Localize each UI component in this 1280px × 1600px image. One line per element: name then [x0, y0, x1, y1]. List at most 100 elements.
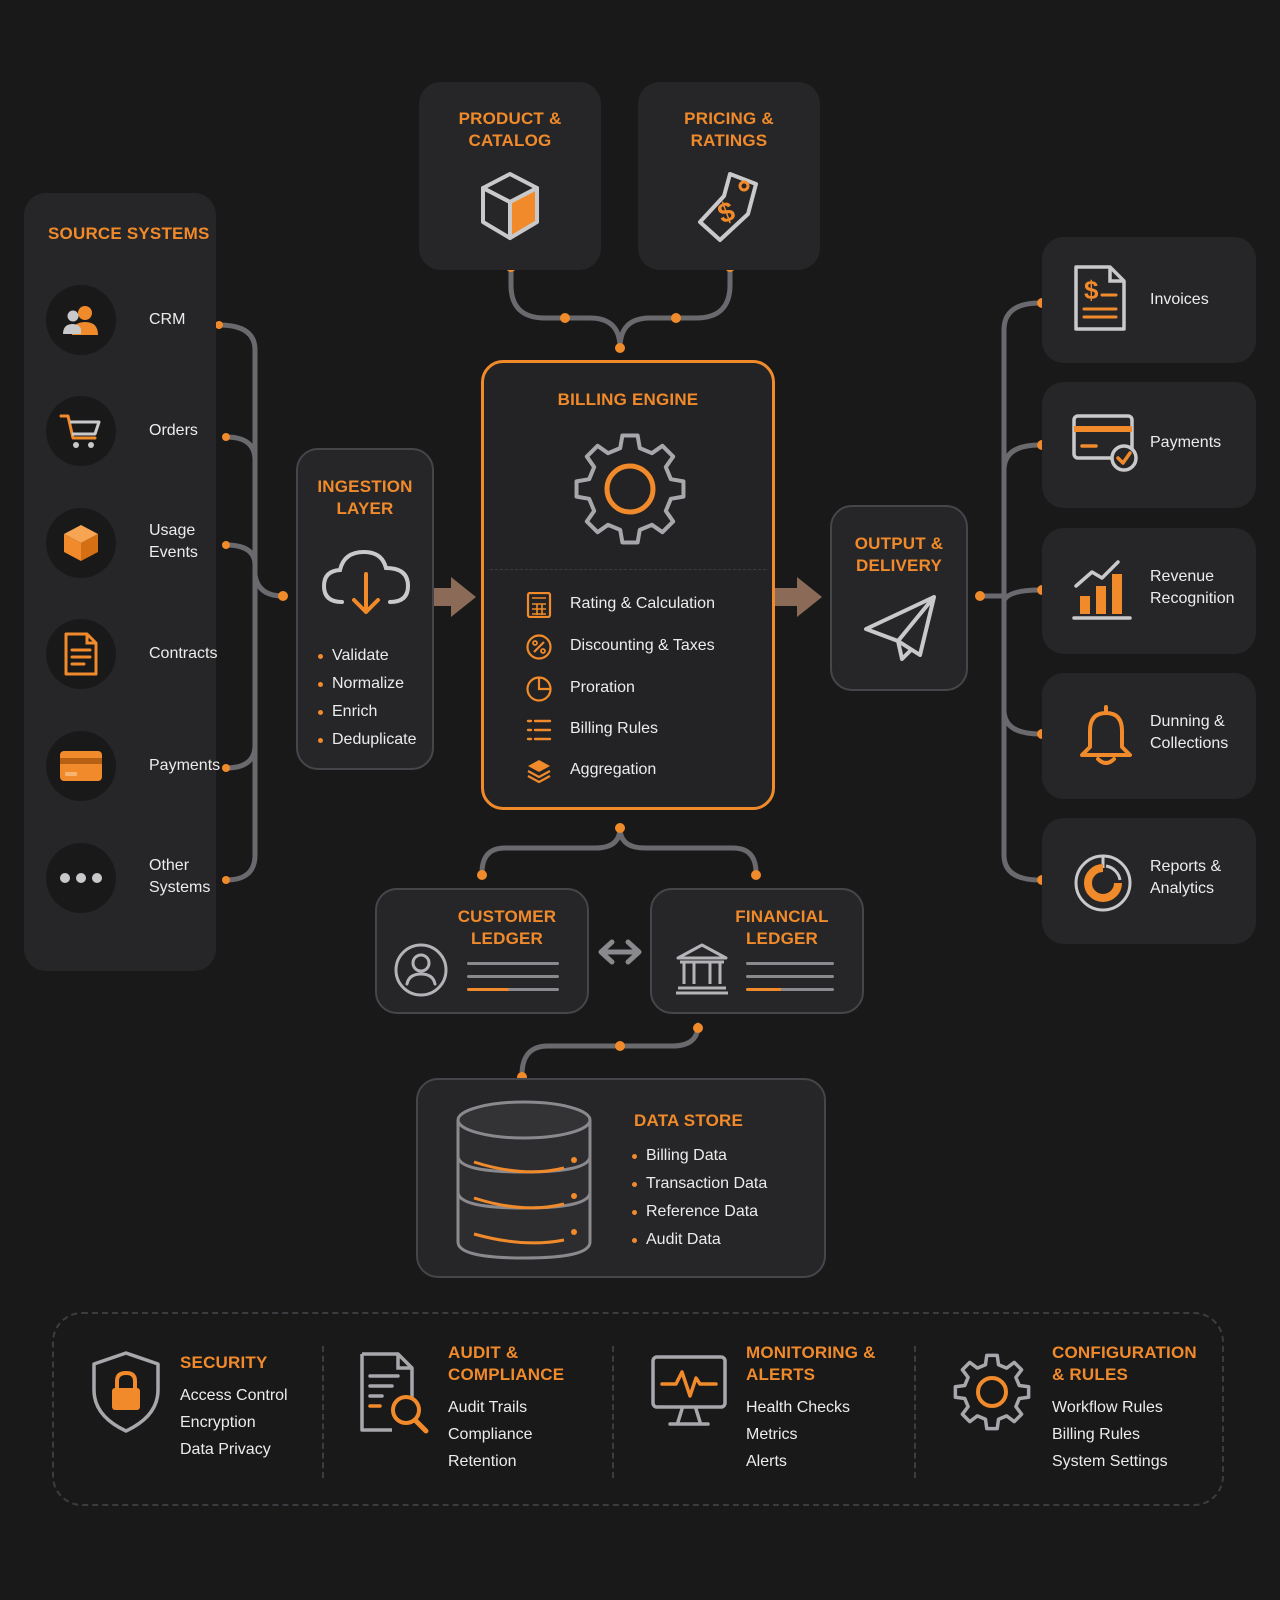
ingestion-layer-card[interactable]: INGESTION LAYER Validate Normalize Enric… — [296, 448, 434, 770]
bank-icon — [676, 943, 728, 995]
source-systems-title: SOURCE SYSTEMS — [48, 224, 210, 243]
output-item-dunning-collections[interactable]: Dunning & Collections — [1042, 673, 1256, 799]
price-tag-icon: $ — [698, 172, 758, 242]
ledger-line — [746, 988, 834, 991]
data-store-title: DATA STORE — [634, 1111, 744, 1130]
output-item-label: Revenue Recognition — [1150, 568, 1235, 607]
security-item: Access Control — [180, 1387, 288, 1404]
more-dots-icon-holder — [46, 843, 116, 913]
audit-compliance-title: AUDIT & COMPLIANCE — [448, 1343, 565, 1384]
bar-chart-icon — [1072, 560, 1132, 620]
box-icon — [64, 525, 98, 561]
data-store-item: Billing Data — [630, 1142, 767, 1170]
product-catalog-card[interactable]: PRODUCT & CATALOG — [419, 82, 601, 270]
ingestion-step: Normalize — [316, 670, 417, 698]
configuration-item: Billing Rules — [1052, 1426, 1141, 1443]
engine-divider — [490, 569, 766, 570]
ledger-line — [467, 975, 559, 978]
shield-lock-icon — [92, 1351, 160, 1433]
source-item-contracts[interactable]: Contracts — [46, 619, 217, 693]
ingestion-step: Validate — [316, 642, 417, 670]
output-delivery-card[interactable]: OUTPUT & DELIVERY — [830, 505, 968, 691]
monitoring-item: Metrics — [746, 1426, 798, 1443]
financial-ledger-title: FINANCIAL LEDGER — [735, 907, 829, 948]
invoice-icon: $ — [1074, 265, 1126, 331]
security-title: SECURITY — [180, 1353, 268, 1372]
source-item-label: Usage Events — [149, 522, 198, 561]
section-divider — [322, 1346, 324, 1478]
source-item-label: Orders — [149, 422, 198, 439]
ledger-line — [467, 962, 559, 965]
cross-cutting-concerns-bar: SECURITY Access Control Encryption Data … — [52, 1312, 1224, 1506]
ledger-line — [746, 975, 834, 978]
source-item-label: Other Systems — [149, 857, 211, 896]
security-text: SECURITY Access Control Encryption Data … — [180, 1352, 288, 1463]
gear-icon — [574, 433, 686, 545]
document-search-icon — [360, 1352, 429, 1434]
bell-icon — [1080, 705, 1132, 765]
product-catalog-title: PRODUCT & CATALOG — [458, 109, 562, 150]
monitoring-items: Health Checks Metrics Alerts — [746, 1394, 896, 1475]
ingestion-layer-title: INGESTION LAYER — [317, 477, 413, 518]
monitoring-alerts-title: MONITORING & ALERTS — [746, 1343, 876, 1384]
ledger-lines — [746, 962, 834, 1001]
more-dots-icon — [60, 873, 102, 883]
security-section[interactable]: SECURITY Access Control Encryption Data … — [90, 1314, 320, 1508]
paper-plane-icon — [864, 595, 936, 661]
output-item-label: Reports & Analytics — [1150, 858, 1222, 897]
engine-function-label: Discounting & Taxes — [570, 637, 715, 654]
credit-card-icon-holder — [46, 731, 116, 801]
configuration-items: Workflow Rules Billing Rules System Sett… — [1052, 1394, 1202, 1475]
data-store-item: Reference Data — [630, 1198, 767, 1226]
document-icon — [64, 632, 98, 676]
source-item-usage-events[interactable]: Usage Events — [46, 508, 216, 582]
configuration-text: CONFIGURATION & RULES Workflow Rules Bil… — [1052, 1342, 1202, 1475]
audit-items: Audit Trails Compliance Retention — [448, 1394, 598, 1475]
data-store-card[interactable]: DATA STORE Billing Data Transaction Data… — [416, 1078, 826, 1278]
box-icon-holder — [46, 508, 116, 578]
audit-compliance-section[interactable]: AUDIT & COMPLIANCE Audit Trails Complian… — [358, 1314, 608, 1508]
security-items: Access Control Encryption Data Privacy — [180, 1382, 288, 1463]
output-item-reports-analytics[interactable]: Reports & Analytics — [1042, 818, 1256, 944]
monitor-pulse-icon — [651, 1355, 727, 1426]
customer-ledger-card[interactable]: CUSTOMER LEDGER — [375, 888, 589, 1014]
monitoring-item: Alerts — [746, 1453, 787, 1470]
output-item-revenue-recognition[interactable]: Revenue Recognition — [1042, 528, 1256, 654]
cart-icon — [59, 414, 101, 448]
source-item-crm[interactable]: CRM — [46, 285, 216, 359]
output-item-invoices[interactable]: $ Invoices — [1042, 237, 1256, 363]
audit-item: Retention — [448, 1453, 517, 1470]
financial-ledger-card[interactable]: FINANCIAL LEDGER — [650, 888, 864, 1014]
section-divider — [914, 1346, 916, 1478]
engine-function-label: Proration — [570, 679, 635, 696]
audit-text: AUDIT & COMPLIANCE Audit Trails Complian… — [448, 1342, 598, 1475]
pricing-ratings-card[interactable]: PRICING & RATINGS $ — [638, 82, 820, 270]
monitoring-item: Health Checks — [746, 1399, 851, 1416]
document-icon-holder — [46, 619, 116, 689]
svg-text:$: $ — [1084, 275, 1099, 305]
output-item-payments[interactable]: Payments — [1042, 382, 1256, 508]
output-item-label: Invoices — [1150, 291, 1209, 308]
source-item-orders[interactable]: Orders — [46, 396, 216, 470]
layers-icon — [527, 760, 551, 784]
data-store-items: Billing Data Transaction Data Reference … — [630, 1142, 767, 1254]
monitoring-alerts-section[interactable]: MONITORING & ALERTS Health Checks Metric… — [650, 1314, 900, 1508]
monitoring-text: MONITORING & ALERTS Health Checks Metric… — [746, 1342, 896, 1475]
ingestion-steps: Validate Normalize Enrich Deduplicate — [316, 642, 417, 754]
data-store-item: Transaction Data — [630, 1170, 767, 1198]
calculator-icon — [526, 592, 552, 618]
configuration-rules-section[interactable]: CONFIGURATION & RULES Workflow Rules Bil… — [952, 1314, 1212, 1508]
credit-card-icon — [60, 751, 102, 781]
billing-engine-card[interactable]: BILLING ENGINE Rating & Calculation Disc… — [481, 360, 775, 810]
source-item-payments[interactable]: Payments — [46, 731, 220, 805]
ingestion-step: Deduplicate — [316, 726, 417, 754]
configuration-rules-title: CONFIGURATION & RULES — [1052, 1343, 1197, 1384]
output-item-label: Dunning & Collections — [1150, 713, 1229, 752]
output-delivery-title: OUTPUT & DELIVERY — [854, 534, 944, 575]
ledger-lines — [467, 962, 559, 1001]
ledger-line — [746, 962, 834, 965]
source-item-other-systems[interactable]: Other Systems — [46, 843, 216, 917]
source-systems-panel: SOURCE SYSTEMS CRM Orders — [24, 193, 220, 971]
svg-text:$: $ — [714, 195, 740, 230]
pricing-ratings-title: PRICING & RATINGS — [684, 109, 774, 150]
